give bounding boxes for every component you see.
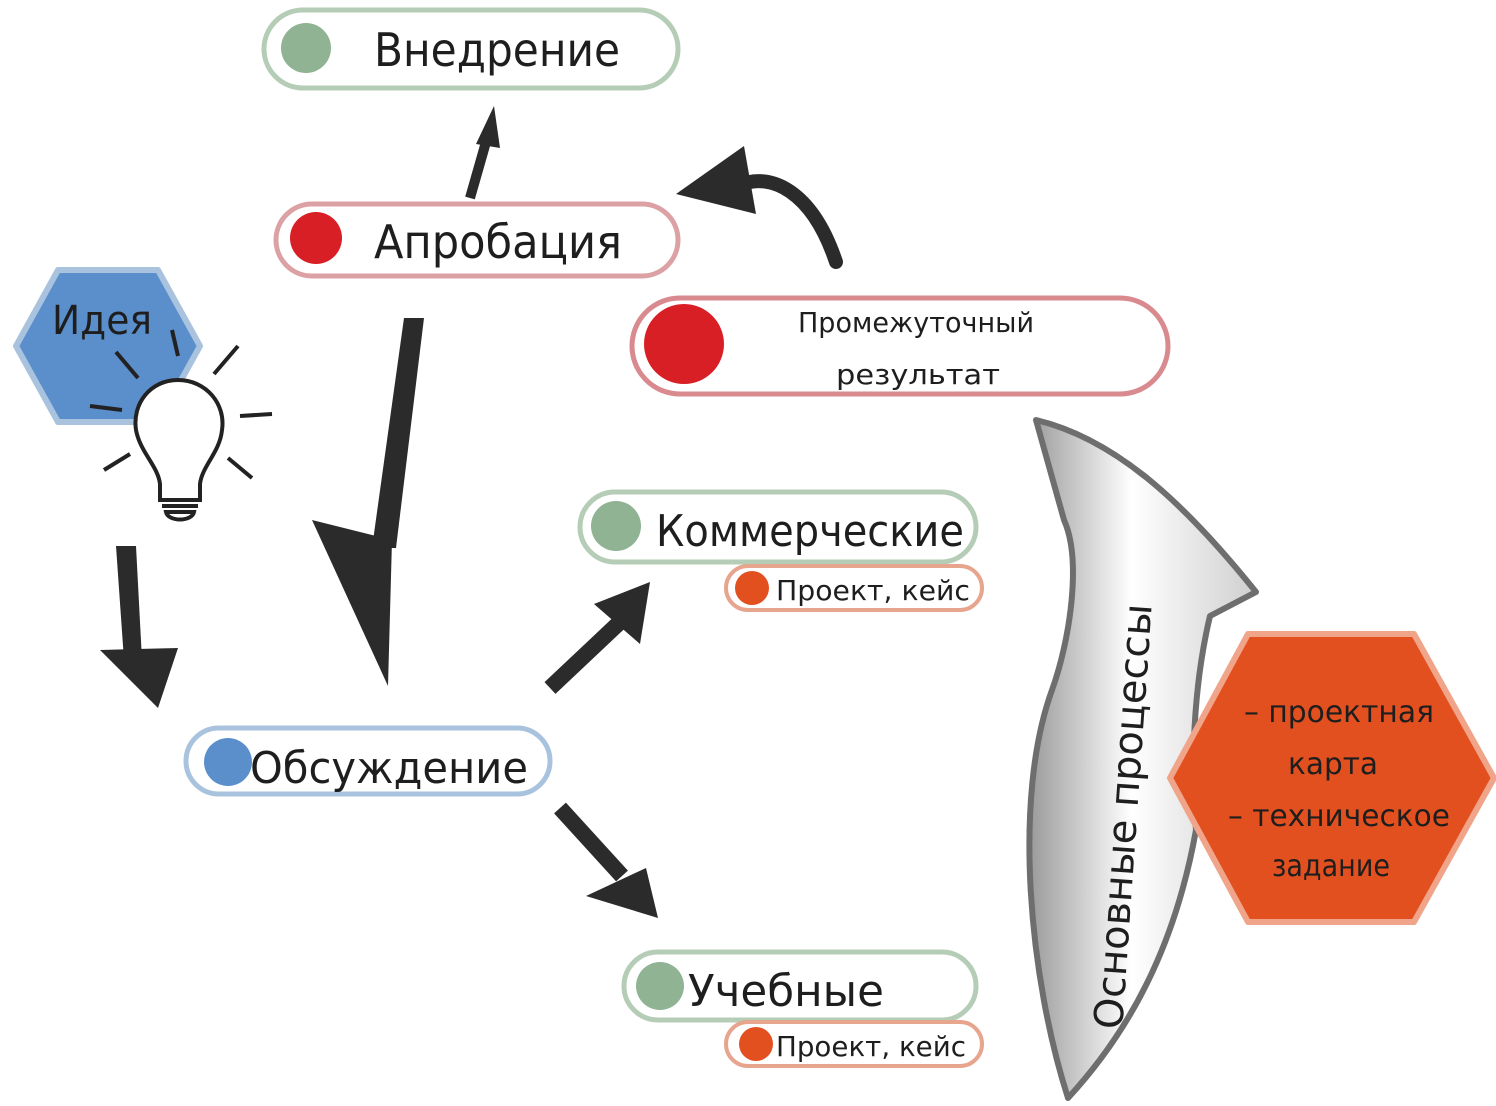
pill-label-kommercheskie: Коммерческие — [656, 506, 964, 557]
pill-label-promezhutochnyi-line1: Промежуточный — [798, 306, 1034, 339]
arrow-ideya-to-obsuzhdenie — [116, 546, 142, 660]
pill-label-vnedrenie: Внедрение — [374, 23, 620, 77]
pill-kommercheskie: Коммерческие — [577, 489, 979, 565]
pill-aprobaciya: Апробация — [273, 201, 681, 279]
arrow-aprobaciya-to-vnedrenie — [465, 140, 491, 200]
pill-obsuzhdenie: Обсуждение — [183, 725, 553, 797]
documents-line-3: – техническое — [1228, 799, 1450, 834]
arrow-obsuzhdenie-to-kommercheskie — [544, 616, 626, 694]
documents-line-4: задание — [1272, 849, 1390, 884]
pill-label-uchebnye: Учебные — [688, 966, 884, 1017]
arrow-promezhutochnyi-to-aprobaciya — [733, 174, 843, 269]
arrow-head-aprobaciya — [676, 146, 756, 214]
connector-arrows — [100, 106, 843, 918]
arrow-head-vnedrenie — [476, 106, 500, 148]
status-dot-green — [281, 23, 331, 73]
big-curved-arrow-shape — [1026, 417, 1259, 1101]
sub-pill-label-kommercheskie: Проект, кейс — [776, 574, 970, 607]
pill-label-obsuzhdenie: Обсуждение — [250, 743, 528, 794]
arrow-head-ideya-obsuzhdenie — [100, 648, 178, 708]
hexagon-ideya: Идея — [13, 267, 203, 425]
status-dot-red — [290, 212, 342, 264]
main-processes-arrow: Основные процессы — [1026, 417, 1259, 1101]
status-dot-green — [636, 962, 684, 1010]
documents-line-1: – проектная — [1244, 695, 1434, 730]
status-dot-blue — [204, 738, 252, 786]
pill-uchebnye: Учебные — [621, 949, 979, 1023]
hexagon-documents: – проектная карта – техническое задание — [1167, 631, 1496, 925]
status-dot-orange — [735, 571, 769, 605]
hexagon-label-ideya: Идея — [52, 298, 152, 344]
pill-promezhutochnyi: Промежуточный результат — [629, 295, 1171, 397]
pill-label-aprobaciya: Апробация — [374, 215, 622, 269]
arrow-head-kommercheskie — [594, 582, 650, 644]
status-dot-green — [591, 501, 641, 551]
arrow-head-uchebnye — [586, 868, 658, 918]
arrow-obsuzhdenie-to-uchebnye — [554, 802, 628, 882]
status-dot-orange — [739, 1027, 773, 1061]
status-dot-red — [644, 304, 724, 384]
pill-vnedrenie: Внедрение — [261, 7, 681, 91]
arrow-head-obsuzhdenie — [312, 520, 392, 686]
arrow-aprobaciya-to-obsuzhdenie — [372, 318, 424, 548]
light-bulb-icon — [89, 329, 273, 522]
sub-pill-label-uchebnye: Проект, кейс — [776, 1030, 966, 1063]
documents-line-2: карта — [1288, 747, 1378, 782]
sub-pill-kommercheskie: Проект, кейс — [724, 564, 984, 612]
pill-label-promezhutochnyi-line2: результат — [836, 358, 1000, 391]
sub-pill-uchebnye: Проект, кейс — [724, 1020, 984, 1068]
